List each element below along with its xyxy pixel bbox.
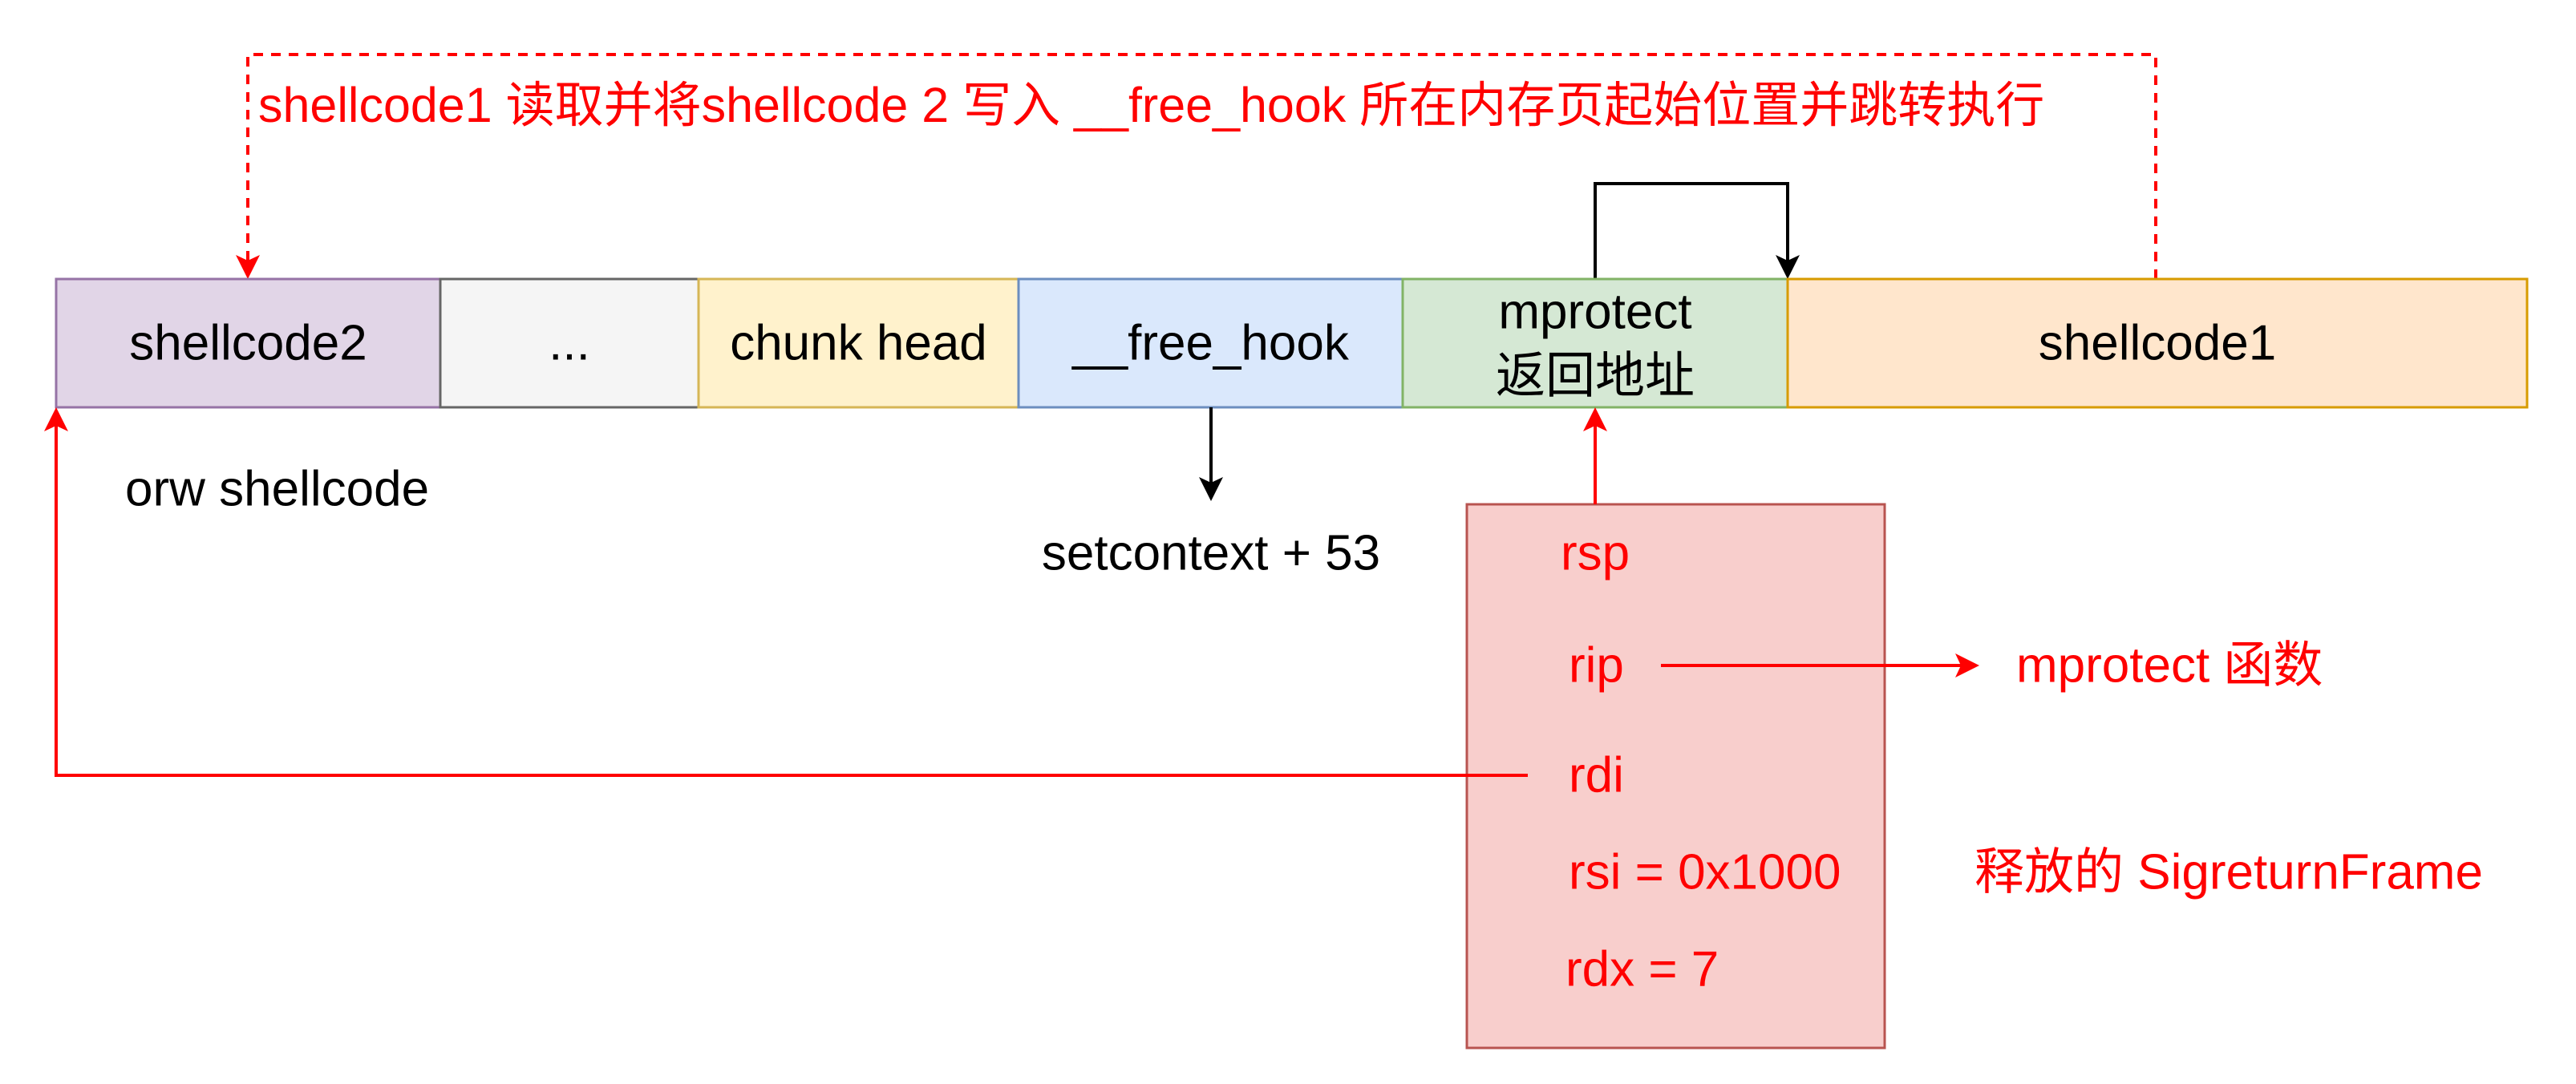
top-note: shellcode1 读取并将shellcode 2 写入 __free_hoo… [258,78,2044,132]
frame-rip: rip [1569,638,1624,694]
sigreturn-frame-caption: 释放的 SigreturnFrame [1975,845,2483,900]
box-shellcode1-label: shellcode1 [2039,316,2276,371]
box-chunk-head [697,277,1020,409]
arrow-rdi-head [44,407,68,431]
loop-arrow-mprotect-to-shellcode1 [1594,182,1789,279]
arrow-rsp-head [1583,407,1607,431]
frame-rsp: rsp [1561,526,1630,581]
box-free-hook-label: __free_hook [1071,316,1350,371]
loop-arrow-head [1776,255,1800,279]
arrow-rdi-to-shellcode2 [55,425,1528,777]
sigreturn-frame-box [1465,503,1886,1050]
arrow-free-hook-head [1199,477,1223,501]
memory-layout-row: shellcode2 ... chunk head __free_hook mp… [55,277,2529,409]
box-shellcode2-label: shellcode2 [129,316,367,371]
box-mprotect-return-address [1401,277,1789,409]
box-shellcode2 [55,277,442,409]
box-chunk-head-label: chunk head [730,316,987,371]
setcontext-label: setcontext + 53 [1042,526,1380,581]
dashed-arrow-head [236,255,260,279]
box-ellipsis-label: ... [549,316,590,371]
box-free-hook [1017,277,1404,409]
dashed-arrow-shellcode1-to-shellcode2 [246,53,2157,279]
orw-shellcode-label: orw shellcode [125,462,429,517]
arrow-rip-head [1955,653,1979,678]
frame-rsi: rsi = 0x1000 [1569,845,1841,900]
mprotect-function-label: mprotect 函数 [2016,638,2323,694]
frame-rdx: rdx = 7 [1565,942,1719,997]
box-mprotect-return-address-line2: 返回地址 [1496,349,1695,404]
frame-rdi: rdi [1569,748,1624,803]
box-mprotect-return-address-line1: mprotect [1498,285,1691,340]
box-shellcode1 [1786,277,2529,409]
